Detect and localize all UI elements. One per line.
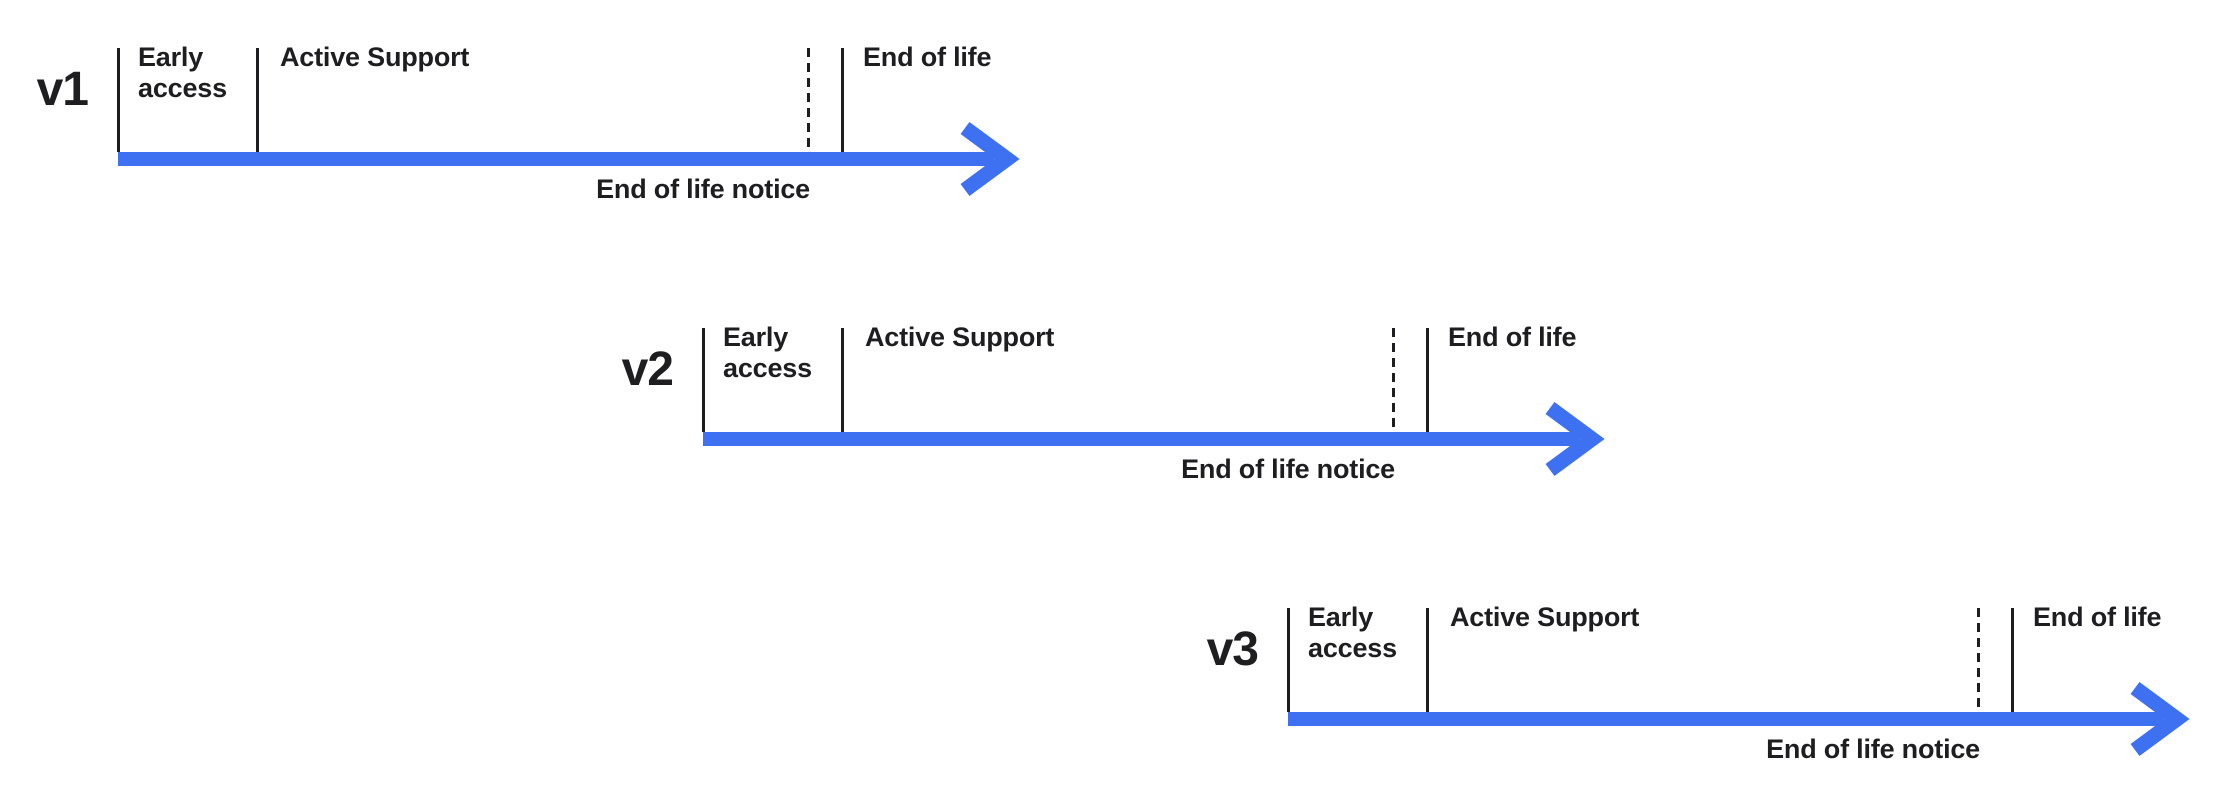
phase-label-active-support: Active Support [865, 322, 1055, 352]
timeline-v3: v3 Early access Active Support End of li… [1170, 560, 2228, 775]
version-label-v3: v3 [1206, 623, 1259, 676]
tick-end-of-life [2011, 608, 2014, 712]
tick-end-of-life [1426, 328, 1429, 432]
eol-notice-dashed-line [807, 48, 810, 148]
tick-active-support-start [841, 328, 844, 432]
phase-label-early-access: Early access [723, 322, 812, 383]
timeline-arrow-icon [118, 121, 1020, 197]
tick-early-access-start [702, 328, 705, 432]
phase-label-early-access: Early access [138, 42, 227, 103]
tick-early-access-start [117, 48, 120, 152]
version-label-v2: v2 [621, 343, 674, 396]
tick-active-support-start [1426, 608, 1429, 712]
eol-notice-dashed-line [1977, 608, 1980, 708]
eol-notice-label: End of life notice [596, 174, 810, 204]
phase-label-end-of-life: End of life [863, 42, 992, 72]
version-label-v1: v1 [36, 63, 89, 116]
phase-label-active-support: Active Support [1450, 602, 1640, 632]
phase-label-end-of-life: End of life [2033, 602, 2162, 632]
phase-label-early-access: Early access [1308, 602, 1397, 663]
timeline-arrow-icon [703, 401, 1605, 477]
eol-notice-label: End of life notice [1181, 454, 1395, 484]
timeline-v1: v1 Early access Active Support End of li… [0, 0, 1100, 215]
tick-active-support-start [256, 48, 259, 152]
tick-end-of-life [841, 48, 844, 152]
phase-label-active-support: Active Support [280, 42, 470, 72]
phase-label-end-of-life: End of life [1448, 322, 1577, 352]
timeline-v2: v2 Early access Active Support End of li… [585, 280, 1685, 495]
eol-notice-label: End of life notice [1766, 734, 1980, 764]
eol-notice-dashed-line [1392, 328, 1395, 428]
timeline-arrow-icon [1288, 681, 2190, 757]
tick-early-access-start [1287, 608, 1290, 712]
